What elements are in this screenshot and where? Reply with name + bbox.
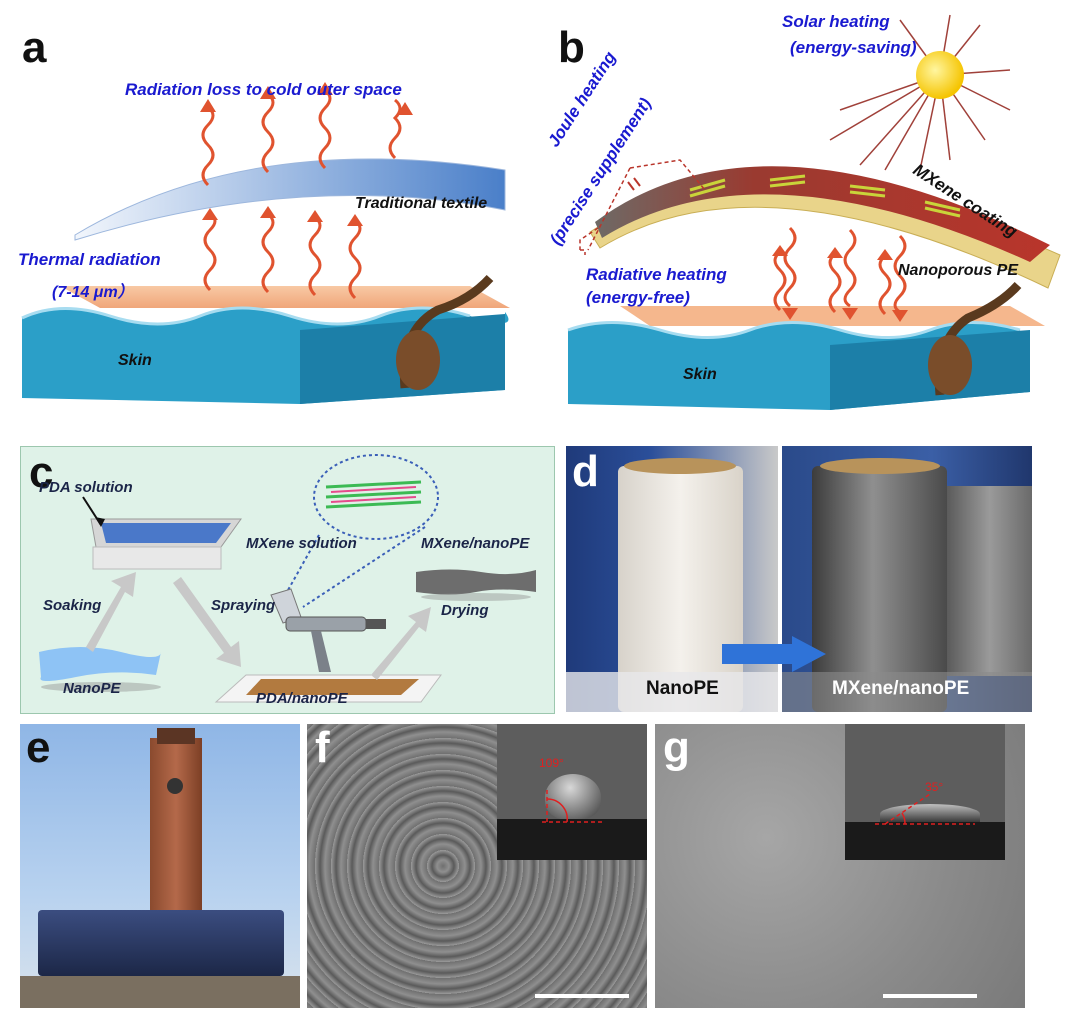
droplet-f xyxy=(545,774,601,820)
process-arrows xyxy=(86,572,431,680)
contact-angle-inset-f: 109° xyxy=(497,724,647,860)
drying-label: Drying xyxy=(441,602,489,619)
pda-nanope-plate xyxy=(214,674,442,703)
skin-label-a: Skin xyxy=(118,352,152,369)
traditional-textile-label: Traditional textile xyxy=(355,195,488,212)
panel-b-illustration xyxy=(567,14,1061,410)
nanope-label: NanoPE xyxy=(63,680,121,697)
solar-heating-label: Solar heating xyxy=(782,12,890,31)
mxene-film-sheet xyxy=(947,486,1032,676)
table-surface-right xyxy=(782,672,1032,712)
radiation-loss-label: Radiation loss to cold outer space xyxy=(125,80,402,99)
panel-g: g 35° xyxy=(655,724,1025,1008)
contact-angle-inset-g: 35° xyxy=(845,724,1005,860)
held-film xyxy=(38,910,284,976)
panel-letter-b: b xyxy=(558,23,585,72)
panel-letter-d: d xyxy=(572,447,599,496)
panel-b: b xyxy=(540,0,1080,420)
panel-a: a xyxy=(0,0,540,420)
energy-free-label: (energy-free) xyxy=(586,288,690,307)
scale-bar-f xyxy=(535,994,629,998)
mxene-roll-core-top xyxy=(820,458,940,474)
radiative-heating-arrowheads xyxy=(772,245,908,322)
pda-nanope-label: PDA/nanoPE xyxy=(256,690,348,707)
panel-letter-e: e xyxy=(26,724,51,772)
panel-e: e xyxy=(20,724,300,1008)
angle-marker-g xyxy=(875,793,975,825)
wavelength-label: (7-14 μm） xyxy=(52,284,134,301)
nanope-photo-label: NanoPE xyxy=(646,678,719,699)
table-surface xyxy=(566,672,778,712)
panel-letter-c: c xyxy=(29,448,54,497)
mxene-nanope-label: MXene/nanoPE xyxy=(421,535,530,552)
scale-bar-g xyxy=(883,994,977,998)
panel-letter-g: g xyxy=(663,724,690,772)
panel-a-illustration xyxy=(21,82,510,404)
thermal-radiation-label: Thermal radiation xyxy=(18,250,161,269)
mxene-nanope-sheet xyxy=(416,569,536,595)
substrate-f xyxy=(497,819,647,860)
nanoporous-pe-label: Nanoporous PE xyxy=(898,262,1019,279)
spray-gun-icon xyxy=(270,588,386,672)
panel-letter-f: f xyxy=(315,724,330,772)
energy-saving-label: (energy-saving) xyxy=(790,38,917,57)
nanope-roll xyxy=(618,466,743,712)
battery-icon xyxy=(627,177,641,191)
traditional-textile xyxy=(74,158,506,241)
mxene-solution-label: MXene solution xyxy=(246,535,357,552)
radiation-loss-arrows xyxy=(201,88,402,187)
substrate-g xyxy=(845,822,1005,860)
mxene-structure xyxy=(282,454,439,608)
roll-core-top xyxy=(624,458,736,474)
skin-block xyxy=(21,274,510,404)
ground xyxy=(20,976,300,1008)
tower-clock xyxy=(167,778,183,794)
tower-top xyxy=(157,728,195,744)
joule-circuit xyxy=(579,159,706,255)
mxene-nanope-photo-label: MXene/nanoPE xyxy=(832,678,970,699)
soaking-label: Soaking xyxy=(43,597,102,614)
angle-marker-f xyxy=(542,789,602,823)
panel-d: d NanoPE xyxy=(566,446,778,712)
panel-c-illustration xyxy=(39,454,536,703)
nanope-sheet xyxy=(39,647,161,681)
spraying-label: Spraying xyxy=(211,597,276,614)
skin-block-b xyxy=(567,281,1045,410)
mxene-flakes xyxy=(689,174,961,218)
panel-f: f 109° xyxy=(307,724,647,1008)
thermal-radiation-arrows xyxy=(203,212,362,300)
skin-label-b: Skin xyxy=(683,366,717,383)
panel-letter-a: a xyxy=(22,23,47,72)
contact-angle-f: 109° xyxy=(539,756,564,770)
pda-tray xyxy=(82,496,242,570)
contact-angle-g: 35° xyxy=(925,780,944,794)
thermal-radiation-arrowheads xyxy=(202,206,363,226)
mxene-roll xyxy=(812,466,947,712)
radiative-heating-label: Radiative heating xyxy=(586,265,727,284)
panel-d-right: MXene/nanoPE xyxy=(782,446,1032,712)
conversion-arrow xyxy=(722,636,826,672)
radiative-heating-arrows xyxy=(773,226,907,316)
sun-icon xyxy=(829,14,1011,171)
panel-c: c xyxy=(20,446,555,714)
pda-solution-label: PDA solution xyxy=(39,479,133,496)
radiation-loss-arrowheads xyxy=(200,82,413,115)
